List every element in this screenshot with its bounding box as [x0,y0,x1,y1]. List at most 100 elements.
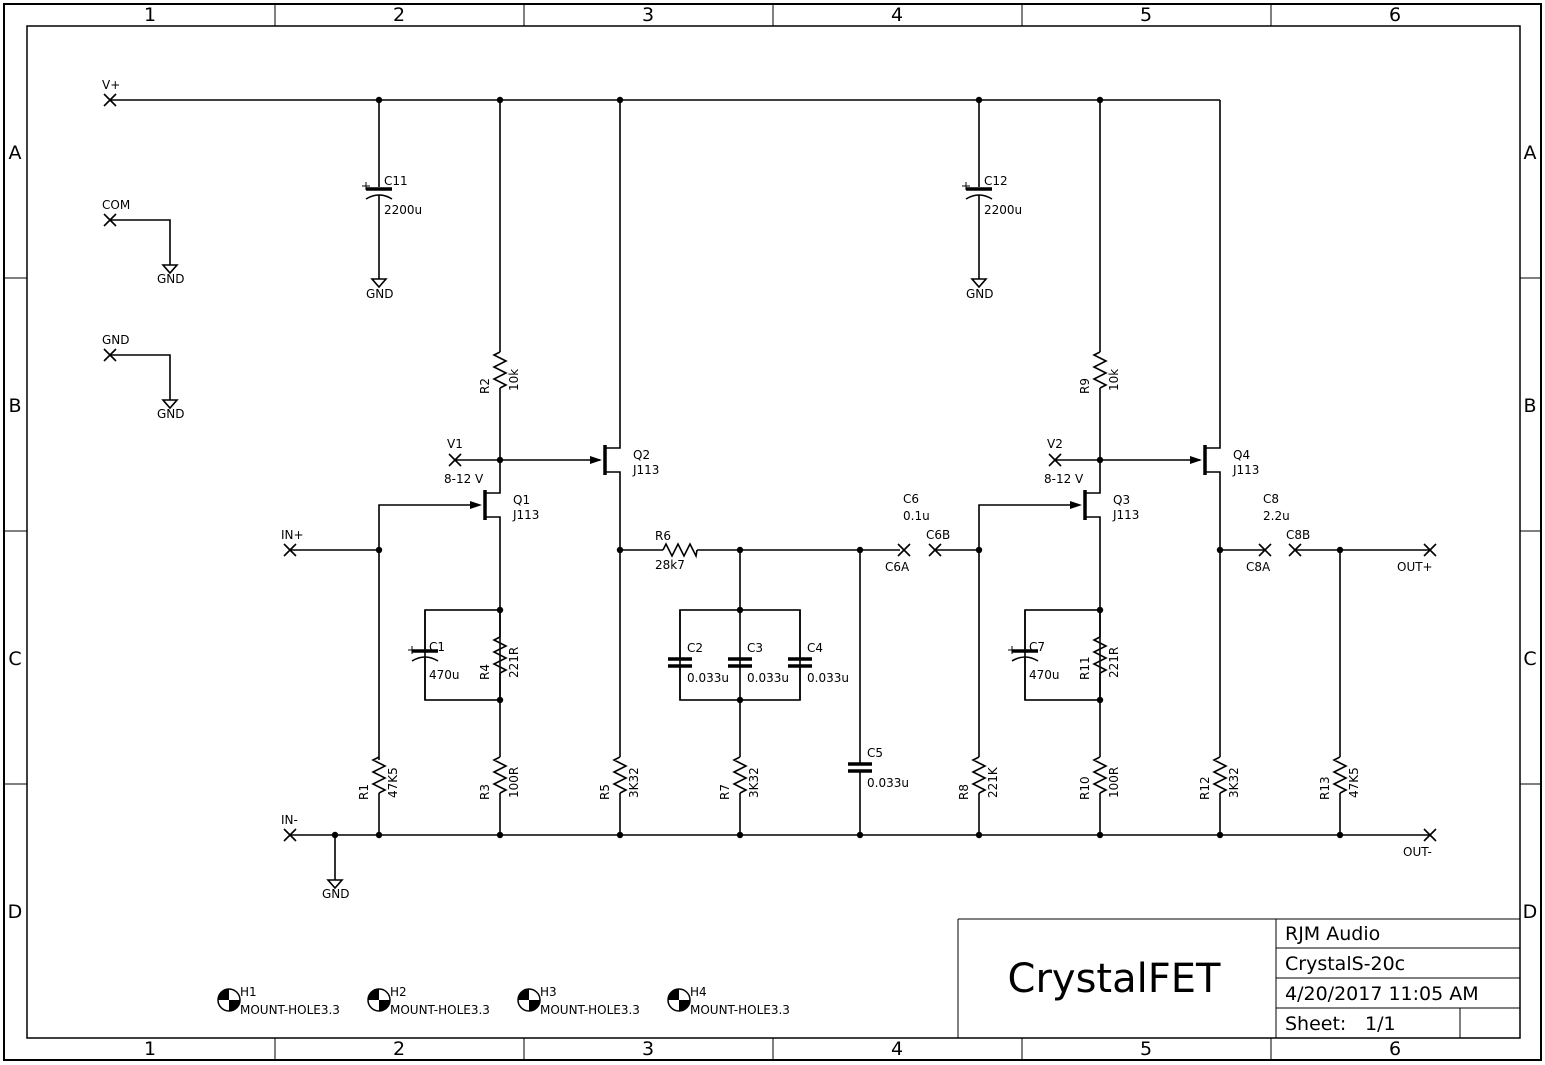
net-label-c8b: C8B [1286,528,1310,542]
part-name-r9: R9 [1078,378,1092,394]
part-value-r6: 28k7 [655,558,685,572]
date-time: 4/20/2017 11:05 AM [1285,983,1479,1005]
junction-dots [331,96,1344,839]
col-label-bottom: 5 [1140,1038,1152,1060]
gnd-label: GND [366,287,394,301]
row-label-right: D [1523,901,1538,923]
mount-hole-icon [667,988,691,1012]
part-number: CrystalS-20c [1285,953,1405,975]
port-label-in-plus: IN+ [281,528,304,542]
part-name-r7: R7 [718,784,732,800]
row-label-left: A [9,142,22,164]
part-name-c4: C4 [807,641,823,655]
part-value-r10: 100R [1107,767,1121,798]
part-name-c3: C3 [747,641,763,655]
gnd-label: GND [966,287,994,301]
part-value-r13: 47K5 [1347,767,1361,798]
company-name: RJM Audio [1285,923,1380,945]
part-value-r4: 221R [507,647,521,678]
part-value-c4: 0.033u [807,671,849,685]
part-name-c2: C2 [687,641,703,655]
port-label-v2: V2 [1047,437,1063,451]
net-label-c6a: C6A [885,560,910,574]
hole-name: H1 [240,985,257,999]
net-label-c6b: C6B [926,528,950,542]
part-name-r10: R10 [1078,776,1092,800]
row-label-left: B [8,395,21,417]
hole-name: H2 [390,985,407,999]
part-name-r12: R12 [1198,776,1212,800]
row-label-right: C [1523,648,1536,670]
part-value-r11: 221R [1107,647,1121,678]
gnd-label: GND [157,272,185,286]
gnd-label: GND [322,887,350,901]
part-name-q2: Q2 [633,448,650,462]
part-name-r6: R6 [655,529,671,543]
port-label-gnd: GND [102,333,130,347]
hole-value: MOUNT-HOLE3.3 [390,1003,490,1017]
part-value-r12: 3K32 [1227,767,1241,798]
part-value-r2: 10k [507,369,521,391]
hole-name: H4 [690,985,707,999]
part-value-r9: 10k [1107,369,1121,391]
wires [110,99,1430,880]
resistor-bodies [371,351,1348,794]
part-name-c8: C8 [1263,492,1279,506]
part-value-c8: 2.2u [1263,509,1290,523]
part-value-r7: 3K32 [747,767,761,798]
part-value-q3: J113 [1112,508,1139,522]
part-value-r5: 3K32 [627,767,641,798]
part-value-c7: 470u [1029,668,1060,682]
part-value-c6: 0.1u [903,509,930,523]
row-label-right: B [1523,395,1536,417]
col-label-bottom: 2 [393,1038,405,1060]
col-label-top: 5 [1140,4,1152,26]
part-name-r13: R13 [1318,776,1332,800]
part-value-c2: 0.033u [687,671,729,685]
row-label-left: D [8,901,23,923]
mount-hole-icon [517,988,541,1012]
connector-marks [103,93,1437,842]
part-name-r4: R4 [478,664,492,680]
port-label-in-minus: IN- [281,813,298,827]
hole-value: MOUNT-HOLE3.3 [240,1003,340,1017]
hole-value: MOUNT-HOLE3.3 [540,1003,640,1017]
part-name-r2: R2 [478,378,492,394]
part-name-c11: C11 [384,174,408,188]
part-value-q4: J113 [1232,463,1259,477]
row-label-left: C [8,648,21,670]
part-name-c12: C12 [984,174,1008,188]
part-name-q4: Q4 [1233,448,1250,462]
part-value-r8: 221K [986,766,1000,798]
sheet-number: 1/1 [1365,1013,1396,1035]
outer-border [3,3,1542,1061]
port-label-v1-value: 8-12 V [444,472,484,486]
part-name-c1: C1 [429,640,445,654]
part-name-q1: Q1 [513,493,530,507]
jfet-symbols [470,445,1221,520]
col-label-bottom: 1 [144,1038,156,1060]
part-name-r11: R11 [1078,656,1092,680]
hole-name: H3 [540,985,557,999]
part-name-q3: Q3 [1113,493,1130,507]
drawing-frame: 1 2 3 4 5 6 1 2 3 4 5 6 A B C D A B C D [3,3,1542,1061]
gnd-label: GND [157,407,185,421]
port-label-com: COM [102,198,130,212]
port-label-out-minus: OUT- [1403,845,1432,859]
part-value-c3: 0.033u [747,671,789,685]
part-name-r1: R1 [357,784,371,800]
port-label-v2-value: 8-12 V [1044,472,1084,486]
col-label-bottom: 3 [642,1038,654,1060]
part-value-r1: 47K5 [386,767,400,798]
col-label-top: 1 [144,4,156,26]
mount-hole-icon [367,988,391,1012]
title-block: CrystalFET RJM Audio CrystalS-20c 4/20/2… [957,918,1520,1038]
col-label-top: 2 [393,4,405,26]
row-label-right: A [1524,142,1537,164]
part-name-r5: R5 [598,784,612,800]
port-label-vplus: V+ [102,78,120,92]
part-name-c5: C5 [867,746,883,760]
part-value-c1: 470u [429,668,460,682]
col-label-bottom: 4 [891,1038,903,1060]
